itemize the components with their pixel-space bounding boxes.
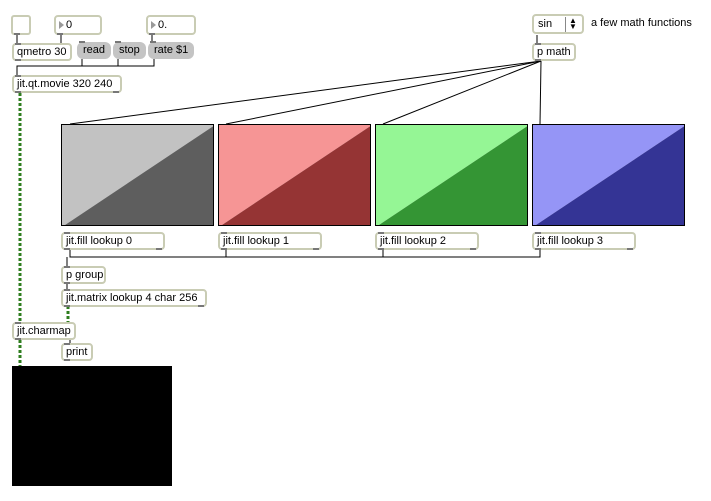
number-arrow-icon bbox=[59, 21, 64, 30]
qmetro-object[interactable]: qmetro 30 bbox=[12, 43, 72, 61]
jit-fill-lookup-2[interactable]: jit.fill lookup 2 bbox=[375, 232, 479, 250]
jit-qt-movie-object[interactable]: jit.qt.movie 320 240 bbox=[12, 75, 122, 93]
object-label: jit.fill lookup 0 bbox=[66, 235, 133, 247]
math-function-menu[interactable]: sin ▲▼ bbox=[532, 14, 584, 34]
toggle[interactable] bbox=[11, 15, 31, 35]
object-label: jit.fill lookup 2 bbox=[380, 235, 447, 247]
number-arrow-icon bbox=[151, 21, 156, 30]
lookup-preview-green bbox=[375, 124, 528, 226]
object-label: jit.fill lookup 3 bbox=[537, 235, 604, 247]
number-value: 0 bbox=[66, 19, 73, 31]
jit-fill-lookup-1[interactable]: jit.fill lookup 1 bbox=[218, 232, 322, 250]
object-label: jit.qt.movie 320 240 bbox=[17, 78, 113, 90]
video-window bbox=[12, 366, 172, 486]
comment-label: a few math functions bbox=[591, 17, 692, 29]
p-math-object[interactable]: p math bbox=[532, 43, 576, 61]
jit-fill-lookup-3[interactable]: jit.fill lookup 3 bbox=[532, 232, 636, 250]
read-message[interactable]: read bbox=[77, 41, 112, 59]
object-label: jit.matrix lookup 4 char 256 bbox=[66, 292, 198, 304]
number-box-float[interactable]: 0. bbox=[146, 15, 196, 35]
jit-matrix-object[interactable]: jit.matrix lookup 4 char 256 bbox=[61, 289, 207, 307]
lookup-preview-gray bbox=[61, 124, 214, 226]
lookup-preview-blue bbox=[532, 124, 685, 226]
rate-message[interactable]: rate $1 bbox=[148, 41, 195, 59]
lookup-preview-red bbox=[218, 124, 371, 226]
object-label: jit.fill lookup 1 bbox=[223, 235, 290, 247]
menu-selected-label: sin bbox=[538, 18, 553, 30]
up-down-arrows-icon: ▲▼ bbox=[565, 17, 580, 32]
print-object[interactable]: print bbox=[61, 343, 93, 361]
stop-message[interactable]: stop bbox=[113, 41, 146, 59]
p-group-object[interactable]: p group bbox=[61, 266, 106, 284]
number-value: 0. bbox=[158, 19, 168, 31]
number-box-int[interactable]: 0 bbox=[54, 15, 102, 35]
jit-fill-lookup-0[interactable]: jit.fill lookup 0 bbox=[61, 232, 165, 250]
jit-charmap-object[interactable]: jit.charmap bbox=[12, 322, 76, 340]
